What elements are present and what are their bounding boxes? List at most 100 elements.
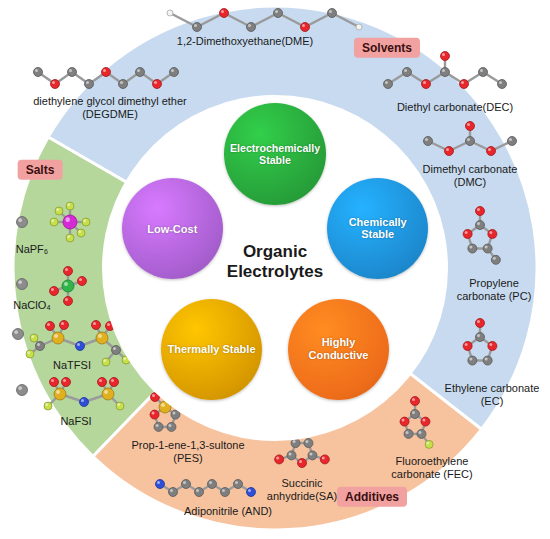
atom-ball — [46, 322, 55, 331]
molecule-atom — [62, 378, 71, 387]
atom-highlight — [222, 489, 225, 492]
atom-ball — [80, 398, 89, 407]
atom-highlight — [123, 357, 126, 360]
atom-highlight — [477, 208, 480, 211]
molecule-atom — [468, 356, 477, 365]
molecule-label: NaFSI — [46, 415, 106, 428]
atom-highlight — [499, 81, 502, 84]
molecule-atom — [51, 80, 60, 89]
atom-highlight — [322, 456, 325, 459]
atom-ball — [476, 207, 485, 216]
atom-highlight — [485, 358, 488, 361]
atom-highlight — [248, 24, 251, 27]
molecule-atom — [208, 480, 217, 489]
atom-ball — [417, 429, 426, 438]
molecule-atom — [78, 277, 87, 286]
molecule-label: Ethylene carbonate (EC) — [442, 382, 542, 408]
atom-ball — [77, 229, 85, 237]
atom-highlight — [422, 419, 425, 422]
atom-ball — [234, 480, 243, 489]
molecule-atom — [150, 410, 159, 419]
atom-ball — [26, 350, 34, 358]
atom-ball — [466, 137, 475, 146]
molecule-atom — [26, 350, 34, 358]
atom-ball — [221, 488, 230, 497]
molecule-atom — [193, 23, 202, 32]
atom-ball — [44, 402, 52, 410]
atom-highlight — [37, 343, 40, 346]
atom-ball — [50, 218, 58, 226]
molecule-atom — [50, 287, 59, 296]
atom-highlight — [103, 359, 106, 362]
atom-highlight — [209, 481, 212, 484]
atom-highlight — [77, 343, 80, 346]
atom-highlight — [276, 456, 279, 459]
molecule-atom — [156, 480, 165, 489]
atom-highlight — [54, 334, 58, 338]
atom-highlight — [137, 69, 140, 72]
atom-highlight — [81, 399, 84, 402]
atom-ball — [60, 321, 69, 330]
atom-highlight — [412, 398, 415, 401]
atom-ball — [159, 401, 171, 413]
molecule-label: NaTFSI — [42, 359, 102, 372]
molecule-atom — [491, 255, 500, 264]
molecule-atom — [64, 297, 73, 306]
molecule-atom — [151, 393, 160, 402]
molecule-atom — [247, 488, 256, 497]
atom-highlight — [275, 10, 278, 13]
molecule-label: Dimethyl carbonate (DMC) — [410, 163, 530, 189]
atom-highlight — [65, 268, 68, 271]
molecule-atom — [479, 68, 488, 77]
atom-ball — [122, 356, 130, 364]
atom-ball — [51, 80, 60, 89]
atom-ball — [13, 329, 24, 340]
atom-ball — [167, 422, 176, 431]
atom-ball — [274, 9, 283, 18]
atom-ball — [17, 279, 28, 290]
atom-ball — [422, 80, 431, 89]
molecule-atom — [82, 218, 90, 226]
atom-ball — [425, 440, 433, 448]
atom-ball — [182, 480, 191, 489]
atom-ball — [154, 422, 163, 431]
atom-highlight — [154, 81, 157, 84]
atom-ball — [50, 378, 59, 387]
atom-ball — [17, 217, 28, 228]
atom-highlight — [99, 379, 102, 382]
molecule-label: diethylene glycol dimethyl ether (DEGDME… — [28, 95, 193, 121]
molecule-atom — [275, 455, 284, 464]
atom-highlight — [465, 343, 468, 346]
atom-highlight — [67, 203, 70, 206]
molecule-label: Fluoroethylene carbonate (FEC) — [382, 455, 482, 481]
atom-highlight — [65, 298, 68, 301]
molecule-atom — [17, 217, 28, 228]
atom-highlight — [117, 403, 120, 406]
atom-ball — [483, 356, 492, 365]
molecule-atom — [44, 402, 52, 410]
molecule-atom — [488, 341, 497, 350]
molecule-atom — [55, 207, 63, 215]
molecule-atom — [110, 378, 119, 387]
molecule-atom — [411, 397, 420, 406]
molecule-atom — [301, 23, 310, 32]
atom-ball — [411, 397, 420, 406]
atom-ball — [195, 488, 204, 497]
atom-ball — [384, 80, 393, 89]
atom-ball — [92, 321, 101, 330]
atom-ball — [62, 280, 74, 292]
atom-ball — [96, 332, 108, 344]
atom-highlight — [442, 69, 445, 72]
molecule-atom — [466, 137, 475, 146]
atom-ball — [170, 68, 179, 77]
molecule-atom — [404, 429, 413, 438]
atom-highlight — [446, 148, 449, 151]
atom-highlight — [402, 419, 405, 422]
atom-ball — [466, 122, 475, 131]
atom-highlight — [406, 431, 409, 434]
molecule-label: Adiponitrile (AND) — [173, 505, 283, 518]
molecule-atom — [159, 401, 171, 413]
molecule-label: Prop-1-ene-1,3-sultone (PES) — [118, 439, 258, 465]
atom-highlight — [221, 10, 224, 13]
